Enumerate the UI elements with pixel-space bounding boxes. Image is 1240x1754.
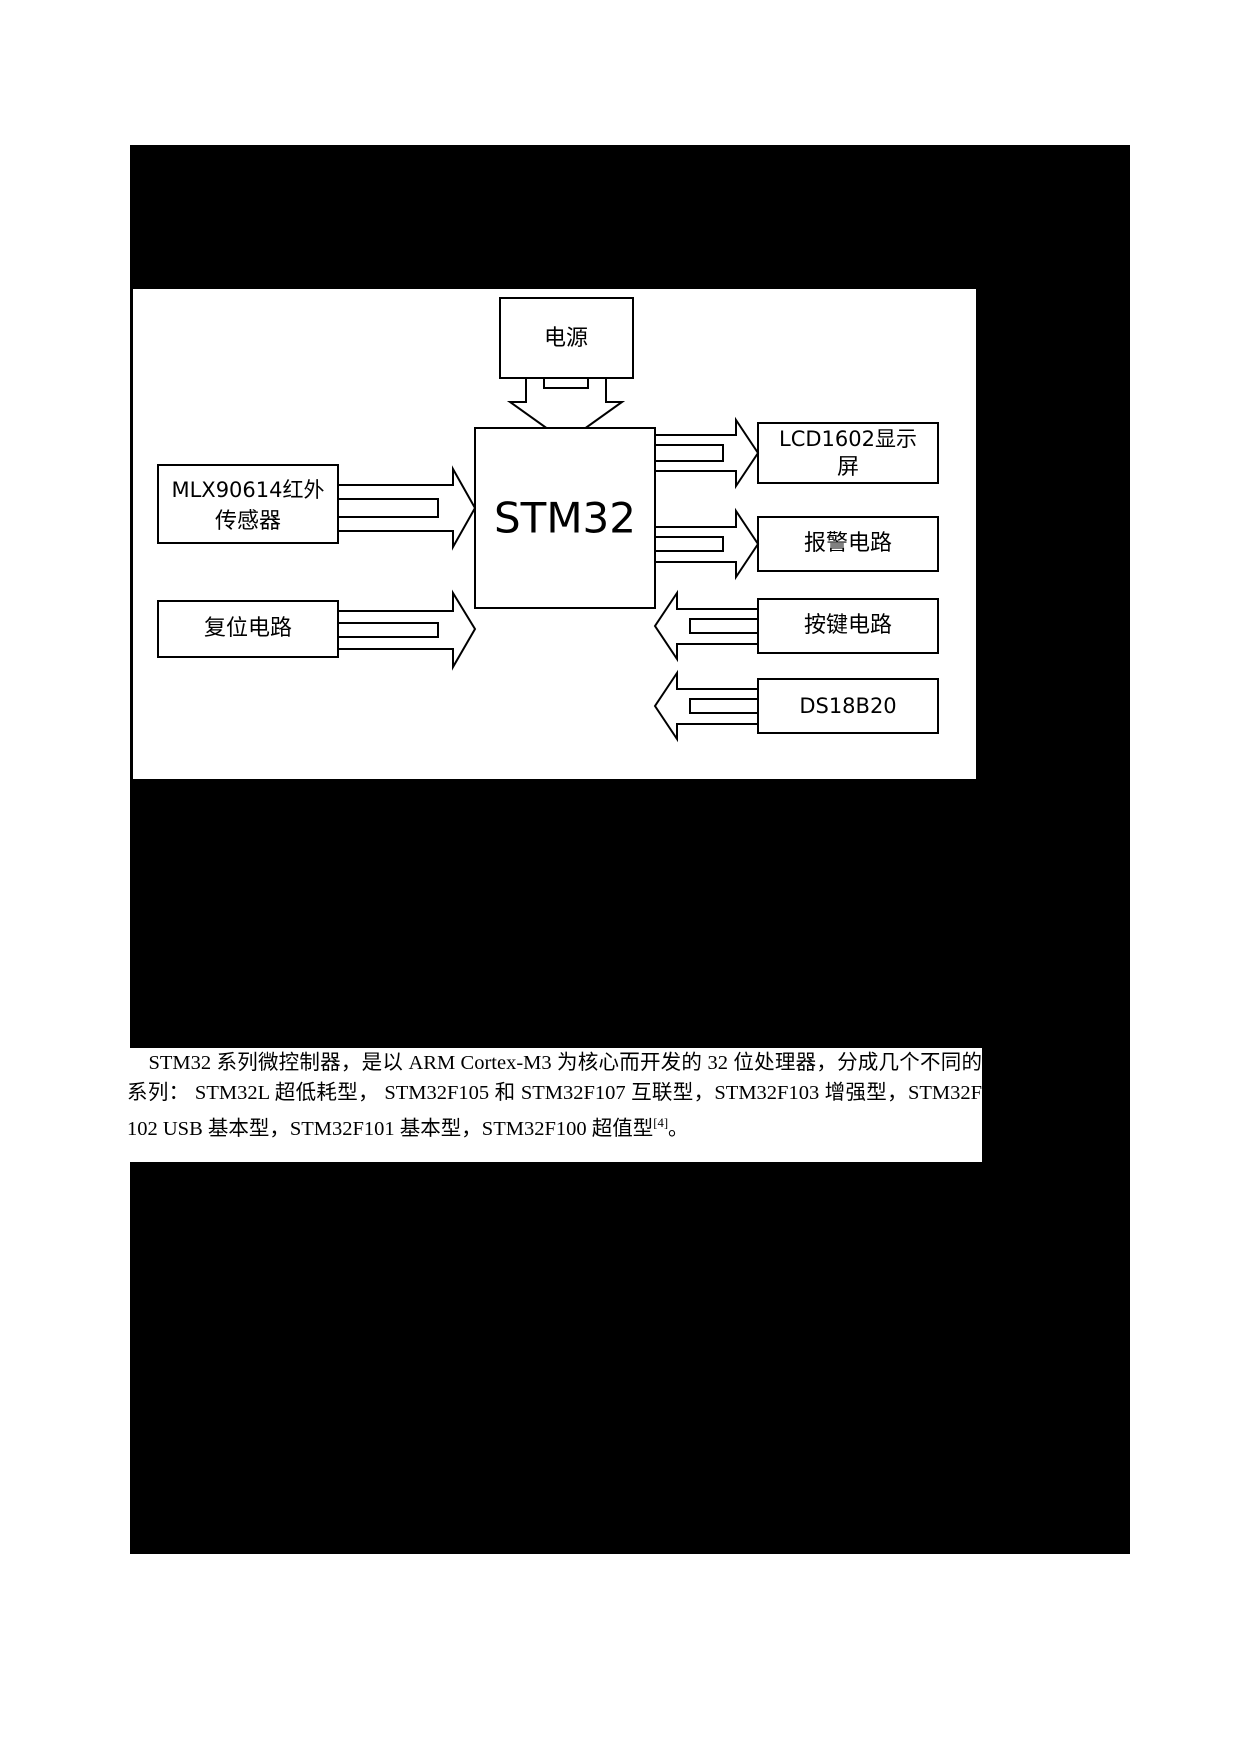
node-lcd-label-line2: 屏 xyxy=(837,455,859,480)
system-block-diagram: 电源 STM32 MLX90614红外 传感器 复位电路 LCD1602显示 屏… xyxy=(157,297,939,743)
node-reset[interactable] xyxy=(157,600,339,658)
arrow-mcu-to-alarm xyxy=(654,507,760,581)
node-mcu-label: STM32 xyxy=(494,494,636,543)
arrow-power-to-mcu xyxy=(506,377,626,444)
node-power[interactable] xyxy=(499,297,634,379)
node-key-label: 按键电路 xyxy=(804,613,892,638)
node-alarm-label: 报警电路 xyxy=(804,531,892,556)
body-paragraph: STM32 系列微控制器，是以 ARM Cortex-M3 为核心而开发的 32… xyxy=(127,1048,982,1162)
node-lcd[interactable] xyxy=(757,422,939,484)
arrow-sensor-to-mcu xyxy=(337,465,477,551)
node-sensor[interactable] xyxy=(157,464,339,544)
node-alarm[interactable] xyxy=(757,516,939,572)
footnote-marker: [4] xyxy=(653,1116,669,1130)
node-key[interactable] xyxy=(757,598,939,654)
node-ds18b20[interactable] xyxy=(757,678,939,734)
arrow-reset-to-mcu xyxy=(337,589,477,671)
node-mcu[interactable] xyxy=(474,427,656,609)
node-power-label: 电源 xyxy=(544,326,588,351)
node-reset-label: 复位电路 xyxy=(204,616,292,641)
arrow-ds18b20-to-mcu xyxy=(653,669,759,743)
arrow-mcu-to-lcd xyxy=(654,416,760,490)
text-region xyxy=(127,1048,982,1162)
node-ds18b20-label: DS18B20 xyxy=(799,694,896,718)
arrow-key-to-mcu xyxy=(653,589,759,663)
paragraph-terminator: 。 xyxy=(668,1117,689,1140)
paragraph-text: STM32 系列微控制器，是以 ARM Cortex-M3 为核心而开发的 32… xyxy=(127,1052,982,1140)
node-sensor-label-line2: 传感器 xyxy=(215,509,281,534)
node-lcd-label-line1: LCD1602显示 xyxy=(779,427,917,451)
node-sensor-label-line1: MLX90614红外 xyxy=(171,478,324,502)
